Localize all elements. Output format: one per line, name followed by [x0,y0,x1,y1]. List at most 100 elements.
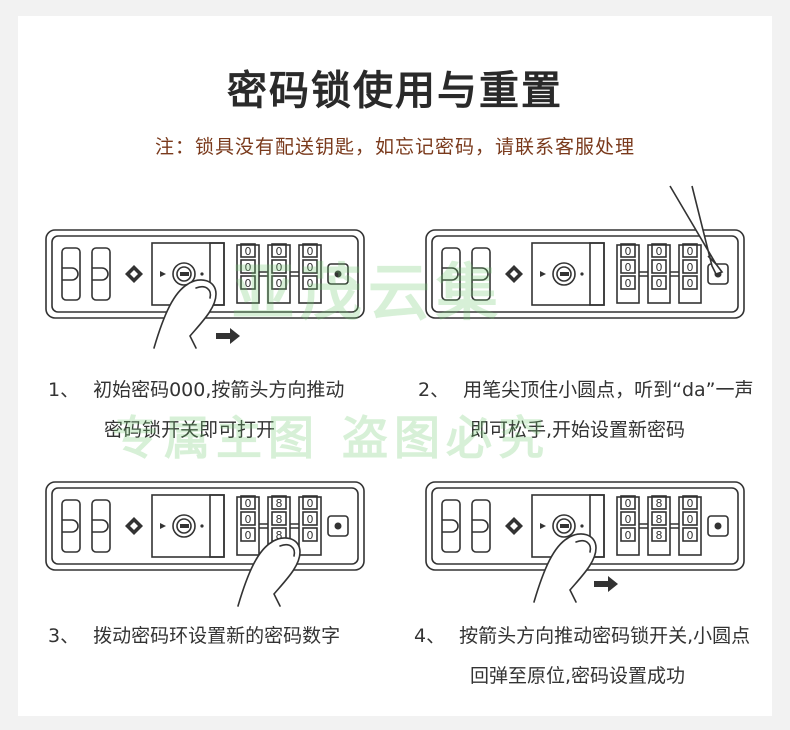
digit-cell [620,495,636,510]
switch-dot [200,524,204,528]
diamond-inner [510,270,518,278]
reset-dot [334,270,342,278]
side-slot [91,499,111,553]
digit-label: 8 [276,513,283,526]
arrow-icon [540,271,546,277]
digit-label: 0 [245,245,252,258]
pen-tip-line [707,255,717,265]
step-2-number: 2、 [418,379,450,401]
finger-icon [533,533,597,603]
pen-icon [669,185,724,275]
step-3-text: 3、拨动密码环设置新的密码数字 [48,616,340,656]
finger-icon [153,279,217,349]
reset-button-frame [327,515,349,537]
switch-dot [580,524,584,528]
diamond-inner [510,522,518,530]
digit-wheel [267,244,291,304]
digit-cell [682,527,698,542]
step-2-text: 2、用笔尖顶住小圆点，听到“da”一声 即可松手,开始设置新密码 [418,370,754,450]
digit-label: 0 [307,513,314,526]
digit-label: 0 [245,497,252,510]
step-3-line1: 拨动密码环设置新的密码数字 [93,625,341,647]
digit-label: 0 [276,261,283,274]
digit-label: 8 [276,497,283,510]
switch-bar [589,494,605,558]
reset-button-frame [327,263,349,285]
digit-label: 0 [245,261,252,274]
step-1-text: 1、初始密码000,按箭头方向推动 密码锁开关即可打开 [48,370,344,450]
digit-wheel [236,496,260,556]
digit-cell [682,243,698,258]
digit-label: 0 [687,245,694,258]
digit-cell [240,511,256,526]
digit-label: 0 [687,261,694,274]
digit-label: 0 [625,513,632,526]
digit-cell [271,259,287,274]
digit-label: 8 [656,513,663,526]
side-slot [91,247,111,301]
side-slot [441,247,461,301]
digit-label: 0 [625,245,632,258]
fingernail [279,543,296,557]
digit-cell [302,259,318,274]
digit-cell [651,243,667,258]
digit-cell [302,527,318,542]
switch-dot [200,272,204,276]
wheel-connector [290,523,299,529]
arrow-icon [540,523,546,529]
pen-body [669,185,724,275]
keyhole-inner [556,266,572,282]
digit-label: 0 [245,529,252,542]
digit-label: 0 [307,529,314,542]
digit-cell [240,527,256,542]
arrow-icon [160,523,166,529]
digit-label: 0 [307,497,314,510]
digit-cell [302,511,318,526]
digit-label: 0 [245,513,252,526]
inner-frame [431,235,739,313]
digit-cell [620,243,636,258]
digit-wheel [647,496,671,556]
step-4-line2: 回弹至原位,密码设置成功 [470,665,686,687]
digit-label: 0 [276,245,283,258]
digit-cell [271,243,287,258]
digit-label: 0 [276,277,283,290]
digit-cell [682,259,698,274]
digit-label: 0 [625,277,632,290]
digit-cell [620,511,636,526]
digit-cell [651,511,667,526]
keyhole-inner [176,266,192,282]
step-4-number: 4、 [414,625,446,647]
digit-label: 0 [625,529,632,542]
slot-notch [92,519,109,533]
digit-label: 8 [276,529,283,542]
slot-notch [442,519,459,533]
step-1-line2: 密码锁开关即可打开 [104,419,276,441]
lock-illustration-3: 0 0 0 8 8 8 0 0 0 [45,481,365,607]
slot-notch [442,267,459,281]
finger-outline [533,533,597,603]
slot-notch [472,267,489,281]
keyhole-inner [176,518,192,534]
side-slot [441,499,461,553]
inner-frame [51,487,359,565]
keyhole-slot [180,272,189,276]
side-slot [61,247,81,301]
digit-cell [271,495,287,510]
digit-label: 0 [625,261,632,274]
slot-notch [62,519,79,533]
outer-frame [425,229,745,319]
digit-wheel [678,496,702,556]
digit-cell [620,275,636,290]
fingernail [575,539,592,553]
finger-outline [153,279,217,349]
slot-notch [62,267,79,281]
lock-body [45,481,365,571]
keyhole-slot [560,272,569,276]
digit-label: 0 [307,277,314,290]
digit-label: 0 [307,261,314,274]
slot-notch [472,519,489,533]
